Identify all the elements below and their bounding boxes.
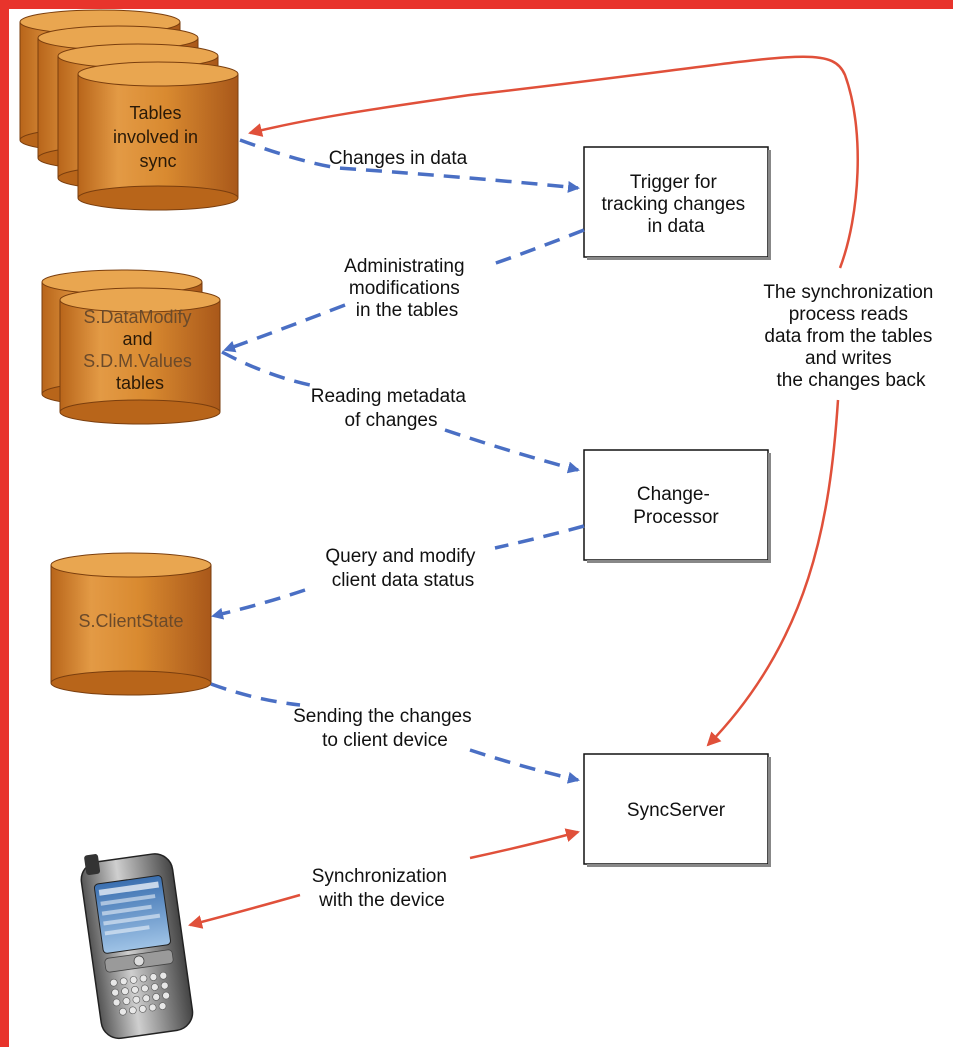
datamodify-line: S.DataModify (83, 307, 191, 327)
label-query-modify: Query and modify client data status (325, 546, 480, 591)
label-line: client data status (332, 570, 475, 591)
label-reading-metadata: Reading metadata of changes (311, 386, 472, 431)
label-line: with the device (318, 890, 445, 911)
label-line: and writes (805, 348, 892, 369)
box-syncserver: SyncServer (583, 753, 771, 867)
arrow-sending-lower (469, 748, 580, 784)
trigger-line: tracking changes (602, 194, 746, 215)
label-administrating: Administrating modifications in the tabl… (344, 256, 470, 321)
label-sending-changes: Sending the changes to client device (293, 706, 477, 751)
datamodify-line: S.D.M.Values (83, 351, 192, 371)
arrow-server-to-device (188, 893, 301, 929)
arrow-administrating-upper (489, 228, 585, 267)
label-line: Reading metadata (311, 386, 467, 407)
label-line: in the tables (356, 300, 458, 321)
arrow-query-upper (494, 524, 585, 550)
frame-top-bar (0, 0, 953, 9)
database-datamodify: S.DataModify and S.D.M.Values tables (41, 269, 221, 425)
svg-text:SyncServer: SyncServer (627, 800, 726, 821)
tables-sync-line: Tables (129, 103, 181, 123)
arrow-reading-upper (221, 350, 311, 387)
label-line: process reads (789, 304, 908, 325)
svg-text:Trigger for tracking cha: Trigger for tracking changes in data (602, 172, 751, 237)
datamodify-line: and (122, 329, 152, 349)
svg-text:S.ClientState: S.ClientState (78, 611, 183, 631)
arrow-sync-to-tables (248, 55, 859, 269)
solid-arrows (188, 55, 859, 929)
label-line: modifications (349, 278, 460, 299)
label-line: Changes in data (329, 148, 468, 169)
svg-text:Change- Processor: Change- Processor (633, 484, 719, 528)
box-changeprocessor: Change- Processor (583, 449, 771, 563)
arrow-query-lower (211, 588, 306, 620)
label-sync-device: Synchronization with the device (312, 866, 452, 911)
tables-sync-line: sync (139, 151, 176, 171)
label-line: Synchronization (312, 866, 447, 887)
svg-text:Tables involved in: Tables involved in sync (113, 103, 203, 171)
dashed-arrows (210, 138, 585, 784)
arrow-sync-to-server (706, 399, 840, 747)
label-changes-in-data: Changes in data (329, 148, 468, 169)
label-line: Administrating (344, 256, 464, 277)
label-line: data from the tables (764, 326, 932, 347)
clientstate-line: S.ClientState (78, 611, 183, 631)
label-line: to client device (322, 730, 448, 751)
arrow-reading-lower (444, 428, 580, 474)
trigger-line: Trigger for (630, 172, 718, 193)
arrow-sending-upper (210, 682, 301, 707)
label-line: Sending the changes (293, 706, 472, 727)
changeprocessor-line: Change- (637, 484, 710, 505)
frame-left-bar (0, 0, 9, 1047)
changeprocessor-line: Processor (633, 507, 719, 528)
label-line: the changes back (777, 370, 926, 391)
trigger-line: in data (647, 216, 704, 237)
arrow-changes-in-data (239, 138, 580, 193)
label-sync-process: The synchronization process reads data f… (763, 282, 938, 391)
label-line: The synchronization (763, 282, 933, 303)
arrow-device-to-server (469, 828, 580, 860)
database-clientstate: S.ClientState (50, 552, 212, 696)
syncserver-line: SyncServer (627, 800, 726, 821)
label-line: of changes (345, 410, 438, 431)
smartphone-icon (80, 853, 194, 1040)
tables-sync-line: involved in (113, 127, 198, 147)
svg-text:S.DataModify and S: S.DataModify and S.D.M.Values tables (83, 307, 197, 393)
label-line: Query and modify (325, 546, 475, 567)
box-trigger: Trigger for tracking changes in data (583, 146, 771, 260)
arrow-administrating-lower (223, 303, 346, 353)
datamodify-line: tables (116, 373, 164, 393)
database-tables-sync: Tables involved in sync (19, 9, 239, 211)
